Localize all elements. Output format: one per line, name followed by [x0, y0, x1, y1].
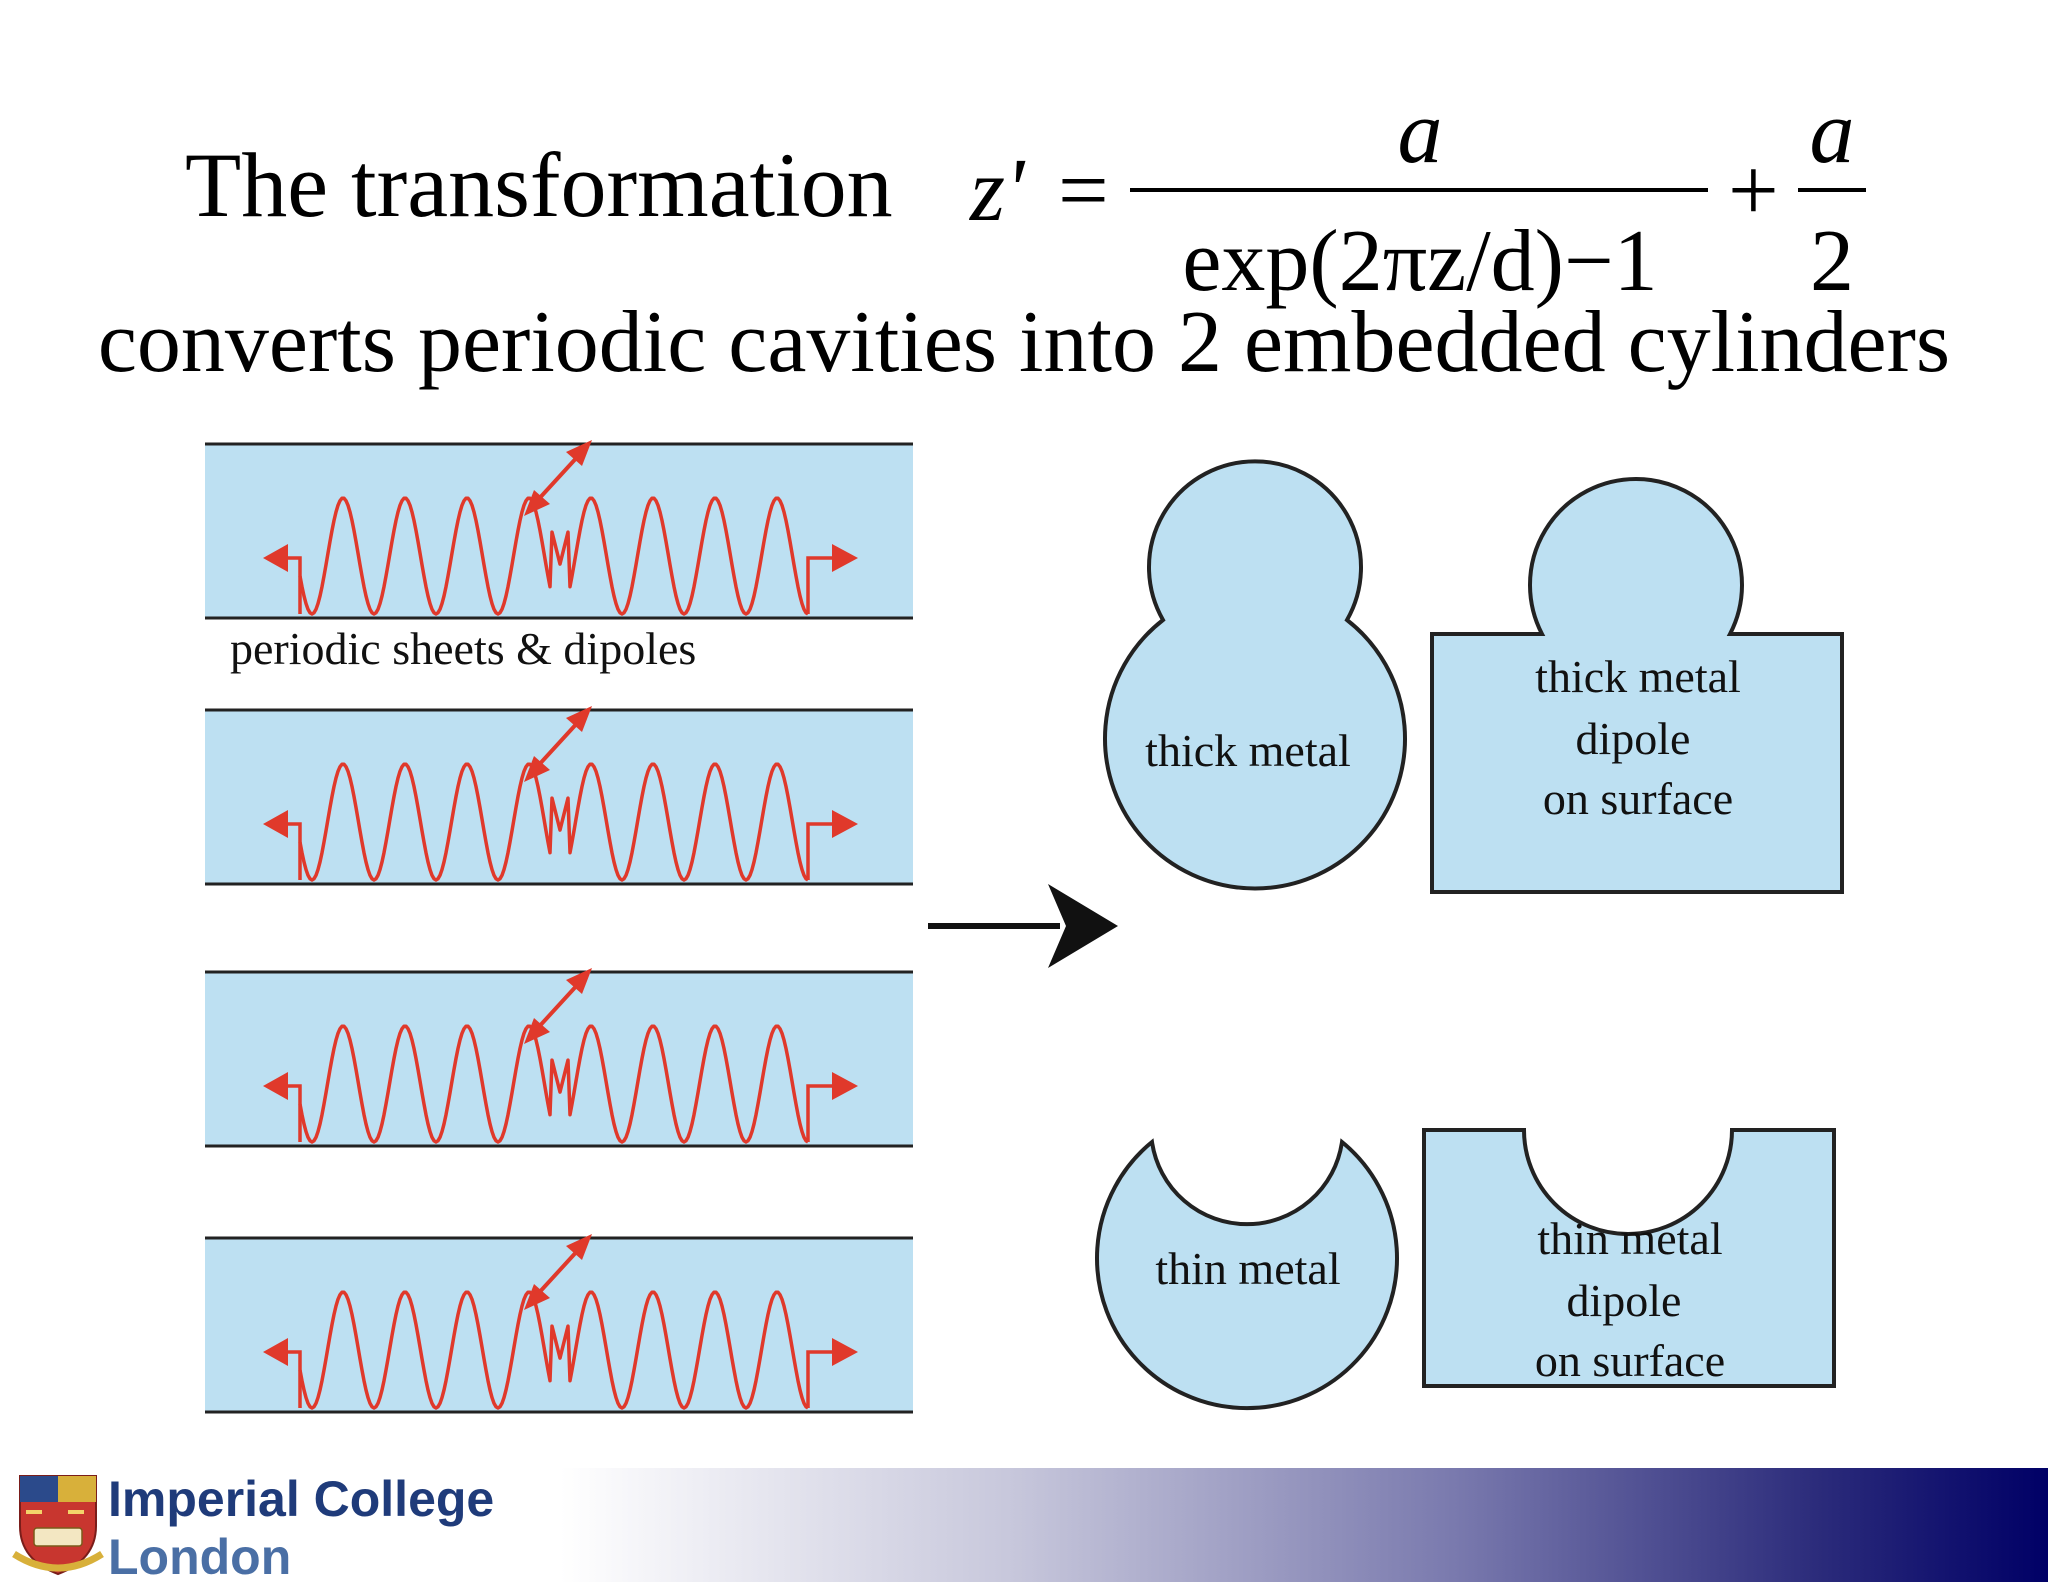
logo-line-2: London	[108, 1529, 292, 1585]
periodic-sheets-label: periodic sheets & dipoles	[230, 623, 696, 674]
wave-right-arrow	[806, 1084, 836, 1142]
emitted-wave	[298, 1290, 809, 1410]
strip-1	[205, 440, 913, 620]
thick-metal-label: thick metal	[1145, 725, 1351, 776]
footer-gradient-band	[560, 1468, 2048, 1582]
logo-line-1: Imperial College	[108, 1471, 495, 1527]
thin-metal-cylinder-shape	[1095, 1138, 1399, 1410]
wave-right-arrow	[806, 556, 836, 614]
thin-metal-label: thin metal	[1155, 1243, 1340, 1294]
strip-4	[205, 1234, 913, 1414]
thick-surface-label-line1: thick metal	[1535, 651, 1741, 702]
diagram: periodic sheets & dipoles thick metal th…	[205, 440, 1844, 1414]
title-lead-text: The transformation	[185, 134, 893, 236]
dipole-arrowhead-down	[524, 1018, 550, 1044]
wave-left-arrowhead	[263, 1338, 288, 1366]
dipole-arrowhead-down	[524, 1284, 550, 1310]
subtitle: converts periodic cavities into 2 embedd…	[97, 294, 1951, 391]
dipole-arrowhead-down	[524, 490, 550, 516]
college-logo: Imperial College London	[108, 1470, 494, 1586]
emitted-wave	[298, 1024, 809, 1144]
dipole-shaft	[534, 980, 582, 1032]
periodic-strips	[205, 440, 913, 1414]
title-line: The transformation z' = a exp(2πz/d)−1 +…	[0, 40, 2048, 310]
formula-frac2-numerator: a	[1810, 83, 1855, 182]
dipole-arrowhead-down	[524, 756, 550, 782]
formula-plus: +	[1728, 141, 1779, 240]
formula-numerator: a	[1398, 83, 1443, 182]
dipole-shaft	[534, 452, 582, 504]
thin-metal-surface-shape	[1422, 1128, 1836, 1388]
wave-left-arrowhead	[263, 544, 288, 572]
wave-left-arrowhead	[263, 810, 288, 838]
dipole-arrowhead-up	[566, 968, 592, 994]
wave-right-arrowhead	[832, 1072, 858, 1100]
thin-surface-label-line2: dipole	[1567, 1275, 1682, 1326]
thin-surface-label-line1: thin metal	[1537, 1213, 1722, 1264]
formula-lhs: z'	[968, 141, 1026, 240]
formula-frac2-denominator: 2	[1810, 213, 1854, 310]
wave-right-arrowhead	[832, 810, 858, 838]
formula-denominator: exp(2πz/d)−1	[1182, 213, 1657, 310]
wave-left-arrowhead	[263, 1072, 288, 1100]
wave-right-arrowhead	[832, 1338, 858, 1366]
dipole-arrowhead-up	[566, 1234, 592, 1260]
wave-right-arrow	[806, 822, 836, 880]
thick-metal-surface-shape	[1430, 477, 1844, 894]
dipole-arrowhead-up	[566, 706, 592, 732]
transform-arrow	[928, 884, 1118, 968]
formula-equals: =	[1058, 141, 1109, 240]
thick-surface-label-line2: dipole	[1576, 713, 1691, 764]
emitted-wave	[298, 762, 809, 882]
college-crest-icon	[12, 1475, 104, 1576]
strip-2	[205, 706, 913, 886]
emitted-wave	[298, 496, 809, 616]
transform-arrow-head	[1048, 884, 1118, 968]
wave-right-arrow	[806, 1350, 836, 1408]
dipole-arrowhead-up	[566, 440, 592, 466]
dipole-shaft	[534, 718, 582, 770]
thin-surface-label-line3: on surface	[1535, 1335, 1725, 1386]
thick-surface-label-line3: on surface	[1543, 773, 1733, 824]
dipole-shaft	[534, 1246, 582, 1298]
strip-3	[205, 968, 913, 1148]
footer: Imperial College London	[0, 1468, 2048, 1585]
wave-right-arrowhead	[832, 544, 858, 572]
transformation-formula: z' = a exp(2πz/d)−1 + a 2	[968, 83, 1866, 310]
thick-metal-cylinder-shape	[1103, 459, 1407, 891]
